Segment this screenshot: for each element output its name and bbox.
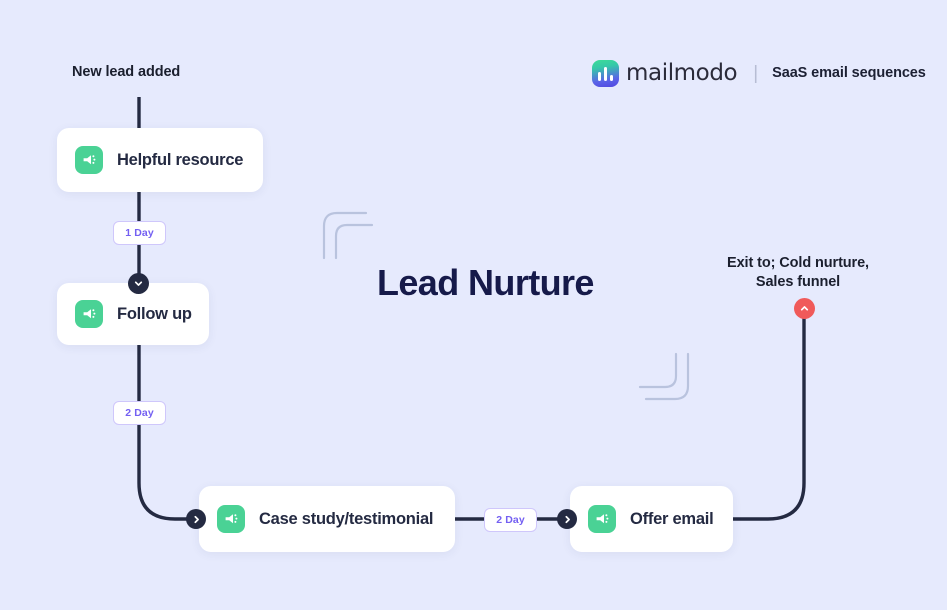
node-helpful-resource[interactable]: Helpful resource [57,128,263,192]
brand-header: mailmodo | SaaS email sequences [592,58,926,88]
node-label: Follow up [117,304,192,323]
brand-separator: | [753,62,759,84]
exit-caption-line-1: Exit to; Cold nurture, [727,255,869,271]
delay-badge-3[interactable]: 2 Day [484,508,537,532]
node-label: Case study/testimonial [259,509,434,528]
page-title: Lead Nurture [377,262,594,303]
node-label: Helpful resource [117,150,244,169]
exit-caption-line-2: Sales funnel [755,274,841,290]
megaphone-icon [75,146,103,174]
delay-badge-1[interactable]: 1 Day [113,221,166,245]
chevron-down-icon[interactable] [128,273,149,294]
node-label: Offer email [630,509,714,528]
node-follow-up[interactable]: Follow up [57,283,209,345]
chevron-up-icon[interactable] [794,298,815,319]
node-offer-email[interactable]: Offer email [570,486,733,552]
exit-caption: Exit to; Cold nurture, Sales funnel [713,254,883,292]
node-case-study-testimonial[interactable]: Case study/testimonial [199,486,455,552]
brand-tagline: SaaS email sequences [772,65,926,81]
delay-badge-2[interactable]: 2 Day [113,401,166,425]
megaphone-icon [75,300,103,328]
mailmodo-logo-icon [592,59,619,87]
chevron-right-icon[interactable] [186,509,206,529]
chevron-right-icon[interactable] [557,509,577,529]
start-caption: New lead added [72,64,181,80]
brand-name: mailmodo [626,60,738,86]
megaphone-icon [588,505,616,533]
megaphone-icon [217,505,245,533]
